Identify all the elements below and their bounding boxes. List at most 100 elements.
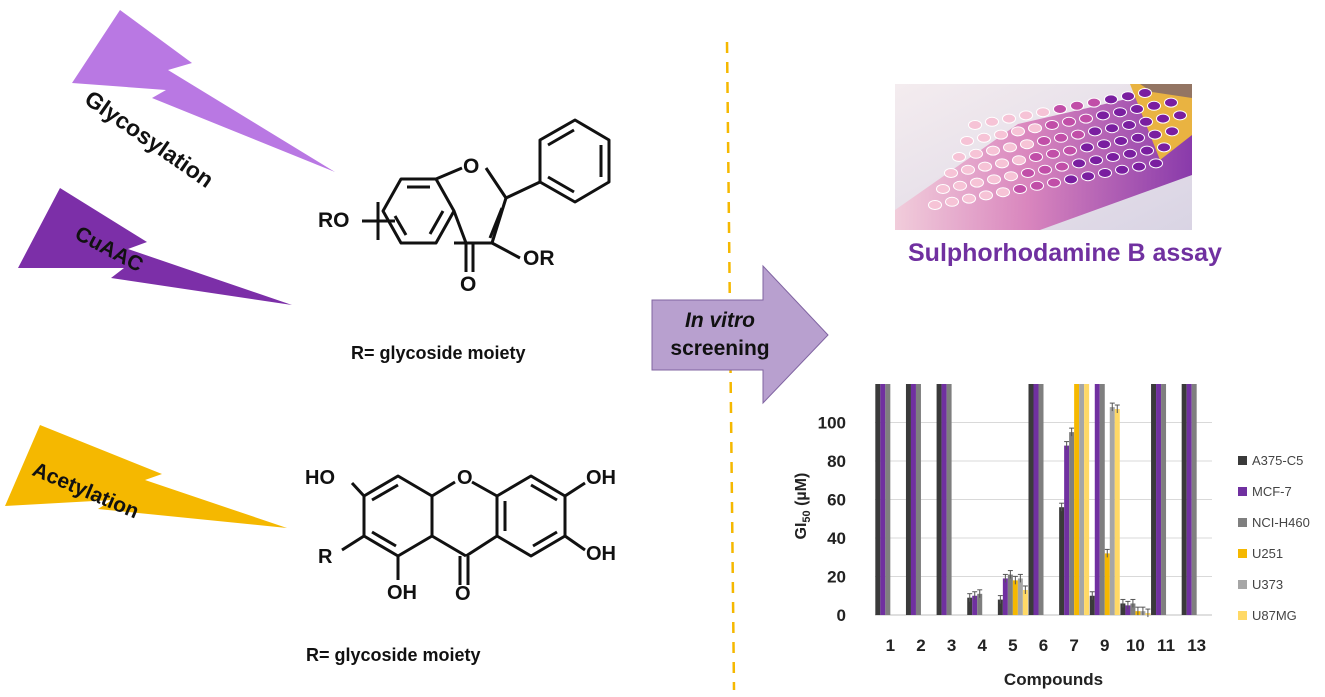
bar: [1089, 595, 1095, 615]
x-tick-label: 1: [886, 636, 895, 655]
legend-swatch: [1238, 548, 1247, 558]
legend-swatch: [1238, 517, 1247, 527]
plate-well: [1021, 168, 1035, 178]
plate-well: [1106, 152, 1120, 162]
plate-well: [1140, 145, 1154, 156]
legend-item: A375-C5: [1238, 452, 1303, 468]
plate-well: [1130, 104, 1144, 114]
r-definition-top: R= glycoside moiety: [351, 343, 526, 363]
bar: [1033, 384, 1039, 615]
ring-oxygen-label: O: [463, 155, 480, 178]
plate-well: [1036, 107, 1050, 118]
legend-item: NCI-H460: [1238, 514, 1310, 530]
plate-well: [1165, 126, 1179, 137]
bar: [1017, 578, 1023, 615]
x-tick-label: 9: [1100, 636, 1109, 655]
plate-well: [1147, 100, 1161, 111]
ro-label: RO: [318, 209, 350, 232]
plate-well: [1132, 161, 1146, 172]
plate-well: [1063, 145, 1077, 156]
plate-well: [953, 180, 967, 191]
plate-well: [1037, 136, 1051, 146]
plate-well: [1164, 97, 1178, 108]
legend-swatch: [1238, 486, 1247, 496]
bar: [1130, 603, 1136, 615]
plate-well: [962, 193, 976, 204]
plate-well: [1079, 113, 1093, 124]
arrow-line-1: In vitro: [684, 309, 755, 332]
plate-well: [1088, 126, 1102, 137]
plate-well: [1081, 171, 1095, 182]
bar: [915, 384, 921, 615]
xanthone-carbonyl-oxygen-label: O: [455, 583, 471, 605]
legend-label: MCF-7: [1252, 483, 1292, 499]
legend-label: U251: [1252, 545, 1284, 561]
ho-label: HO: [305, 467, 335, 489]
y-axis-label: GI50 (µM): [793, 473, 813, 540]
plate-well: [1070, 100, 1084, 111]
plate-well: [1011, 126, 1025, 137]
plate-well: [1002, 113, 1016, 124]
plate-well: [1062, 116, 1076, 127]
oh-right-bottom-label: OH: [586, 543, 616, 565]
plate-well: [944, 168, 958, 178]
plate-well: [1055, 161, 1069, 172]
flavonol-structure: [362, 118, 611, 272]
plate-well: [1149, 158, 1163, 169]
bar: [1120, 603, 1126, 615]
plate-well: [1173, 110, 1187, 121]
plate-well: [1104, 94, 1118, 105]
xanthone-ring-oxygen-label: O: [457, 467, 473, 489]
plate-well: [1087, 97, 1101, 108]
plate-well: [1131, 132, 1145, 143]
r-definition-bottom: R= glycoside moiety: [306, 645, 481, 665]
plate-well: [1019, 110, 1033, 121]
bar: [967, 597, 973, 615]
y-tick-label: 60: [827, 491, 846, 510]
bar: [1059, 507, 1065, 615]
plate-well: [978, 161, 992, 172]
plate-well: [970, 177, 984, 188]
x-tick-label: 10: [1126, 636, 1145, 655]
oh-right-top-label: OH: [586, 467, 616, 489]
assay-title: Sulphorhodamine B assay: [908, 239, 1222, 267]
bar: [1094, 384, 1100, 615]
x-tick-label: 4: [977, 636, 987, 655]
plate-wells: [928, 88, 1187, 210]
r-label: R: [318, 546, 333, 568]
plate-well: [1071, 129, 1085, 140]
legend-label: U373: [1252, 576, 1284, 592]
legend-swatch: [1238, 455, 1247, 465]
bar: [910, 384, 916, 615]
screening-arrow-text: In vitro screening: [660, 307, 780, 363]
bar: [1074, 384, 1080, 615]
bar: [1012, 580, 1018, 615]
legend-item: U251: [1238, 545, 1283, 561]
x-tick-label: 6: [1039, 636, 1048, 655]
plate-well: [985, 116, 999, 127]
oh-bottom-label: OH: [387, 582, 417, 604]
bar: [1181, 384, 1187, 615]
plate-well: [945, 196, 959, 207]
plate-well: [1046, 148, 1060, 159]
bar: [997, 599, 1003, 615]
x-tick-label: 11: [1157, 636, 1175, 655]
bar: [875, 384, 881, 615]
legend-label: NCI-H460: [1252, 514, 1310, 530]
plate-well: [936, 184, 950, 194]
plate-well: [1072, 158, 1086, 169]
plate-well: [1098, 168, 1112, 178]
x-tick-label: 13: [1187, 636, 1206, 655]
plate-well: [928, 200, 942, 210]
cuaac-bolt: [18, 188, 292, 305]
plate-well: [1123, 148, 1137, 159]
bar: [1109, 407, 1115, 615]
bar: [1084, 384, 1090, 615]
carbonyl-oxygen-label: O: [460, 273, 477, 296]
bar: [1069, 432, 1075, 615]
plate-well: [1096, 110, 1110, 121]
bar: [941, 384, 947, 615]
plate-well: [1012, 155, 1026, 166]
plate-well: [994, 129, 1008, 140]
bar: [972, 595, 978, 615]
